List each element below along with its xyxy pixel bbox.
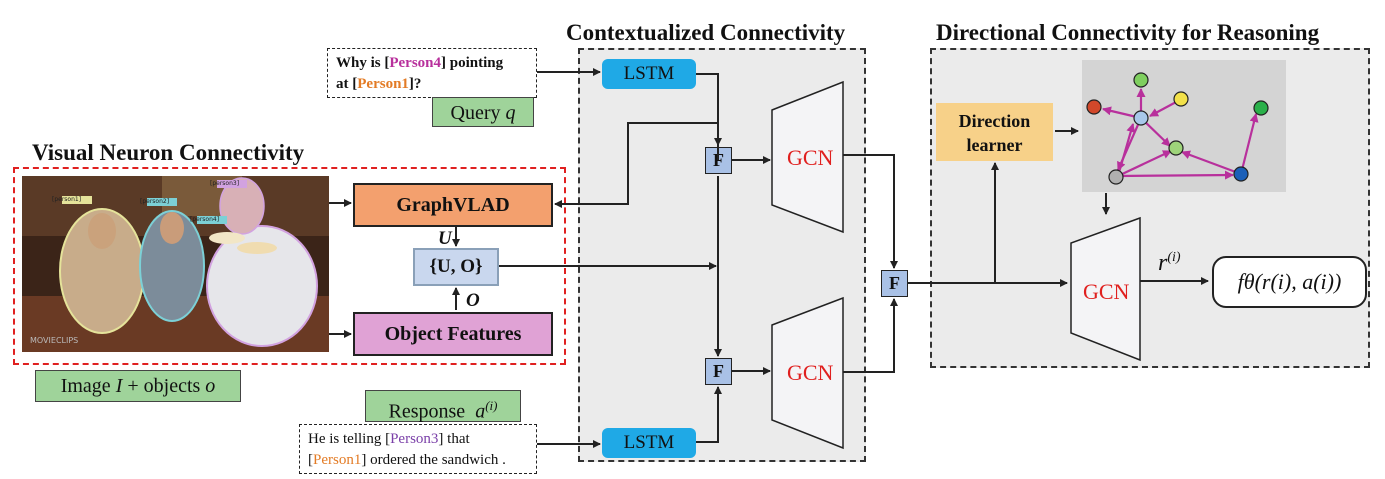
graph-node	[1173, 91, 1189, 107]
gcn-bottom-shape	[771, 296, 844, 450]
graph-node	[1233, 166, 1249, 182]
fuse-bottom: F	[705, 358, 732, 385]
graph-node	[1133, 72, 1149, 88]
gcn-right-label: GCN	[1083, 279, 1130, 304]
gcn-top-label: GCN	[787, 145, 834, 170]
gcn-right-shape	[1070, 216, 1141, 362]
graph-node	[1108, 169, 1124, 185]
image-caption: Image I + objects o	[35, 370, 241, 402]
object-features-box: Object Features	[353, 312, 553, 356]
query-text: Why is [Person4] pointing at [Person1]?	[327, 48, 537, 98]
lstm-response: LSTM	[602, 428, 696, 458]
graph-node	[1133, 110, 1149, 126]
tag-person3: [person3]	[210, 180, 240, 187]
uo-box: {U, O}	[413, 248, 499, 286]
graphvlad-box: GraphVLAD	[353, 183, 553, 227]
graph-node	[1168, 140, 1184, 156]
visual-connectivity-title: Visual Neuron Connectivity	[32, 140, 305, 165]
graph-node	[1253, 100, 1269, 116]
directional-connectivity-title: Directional Connectivity for Reasoning	[936, 20, 1320, 45]
fuse-merge: F	[881, 270, 908, 297]
response-label: Response a(i)	[365, 390, 521, 423]
scene-image: [person1] [person2] [person4] [person3] …	[22, 176, 329, 352]
contextual-connectivity-title: Contextualized Connectivity	[566, 20, 846, 45]
gcn-top-shape	[771, 80, 844, 234]
graph-node	[1086, 99, 1102, 115]
output-box: fθ(r(i), a(i))	[1212, 256, 1367, 308]
lstm-query: LSTM	[602, 59, 696, 89]
o-label: O	[466, 290, 480, 311]
r-label: r(i)	[1158, 250, 1181, 276]
watermark: MOVIECLIPS	[30, 336, 79, 345]
gcn-bottom-label: GCN	[787, 360, 834, 385]
u-label: U	[438, 228, 452, 249]
tag-person4: [person4]	[190, 216, 220, 223]
tag-person1: [person1]	[52, 196, 82, 203]
query-label: Query q	[432, 97, 534, 127]
tag-person2: [person2]	[140, 198, 170, 205]
response-text: He is telling [Person3] that [Person1] o…	[299, 424, 537, 474]
